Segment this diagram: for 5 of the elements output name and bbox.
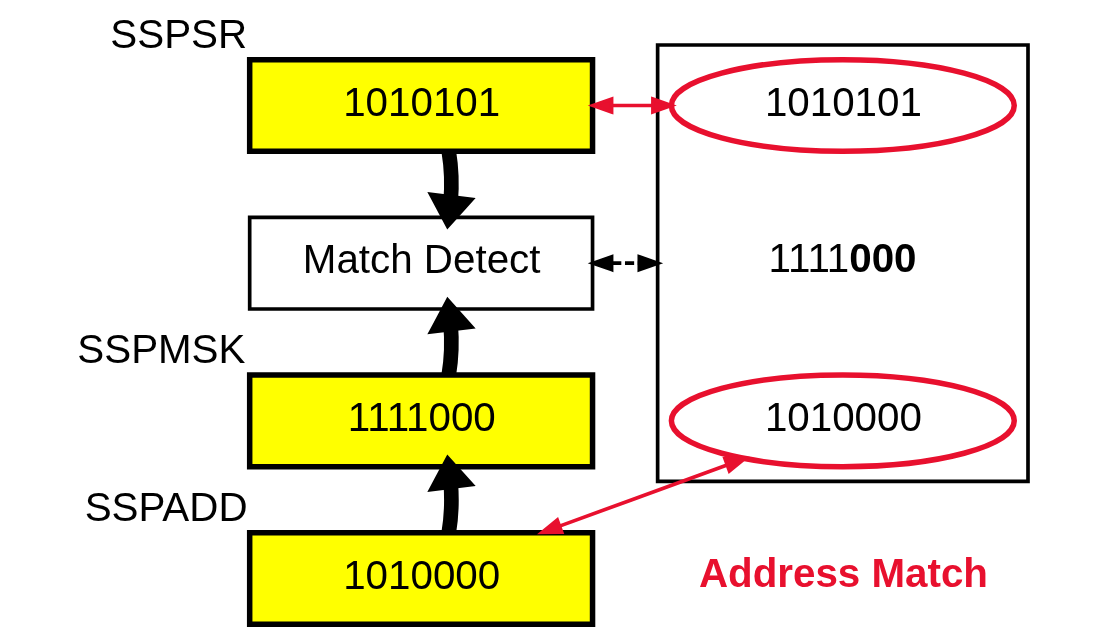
node-text: 1111000 xyxy=(768,234,917,281)
label: Address Match xyxy=(698,549,988,596)
node-label: SSPADD xyxy=(84,483,248,530)
node-label: SSPMSK xyxy=(77,326,246,373)
node-label: SSPSR xyxy=(110,10,248,57)
